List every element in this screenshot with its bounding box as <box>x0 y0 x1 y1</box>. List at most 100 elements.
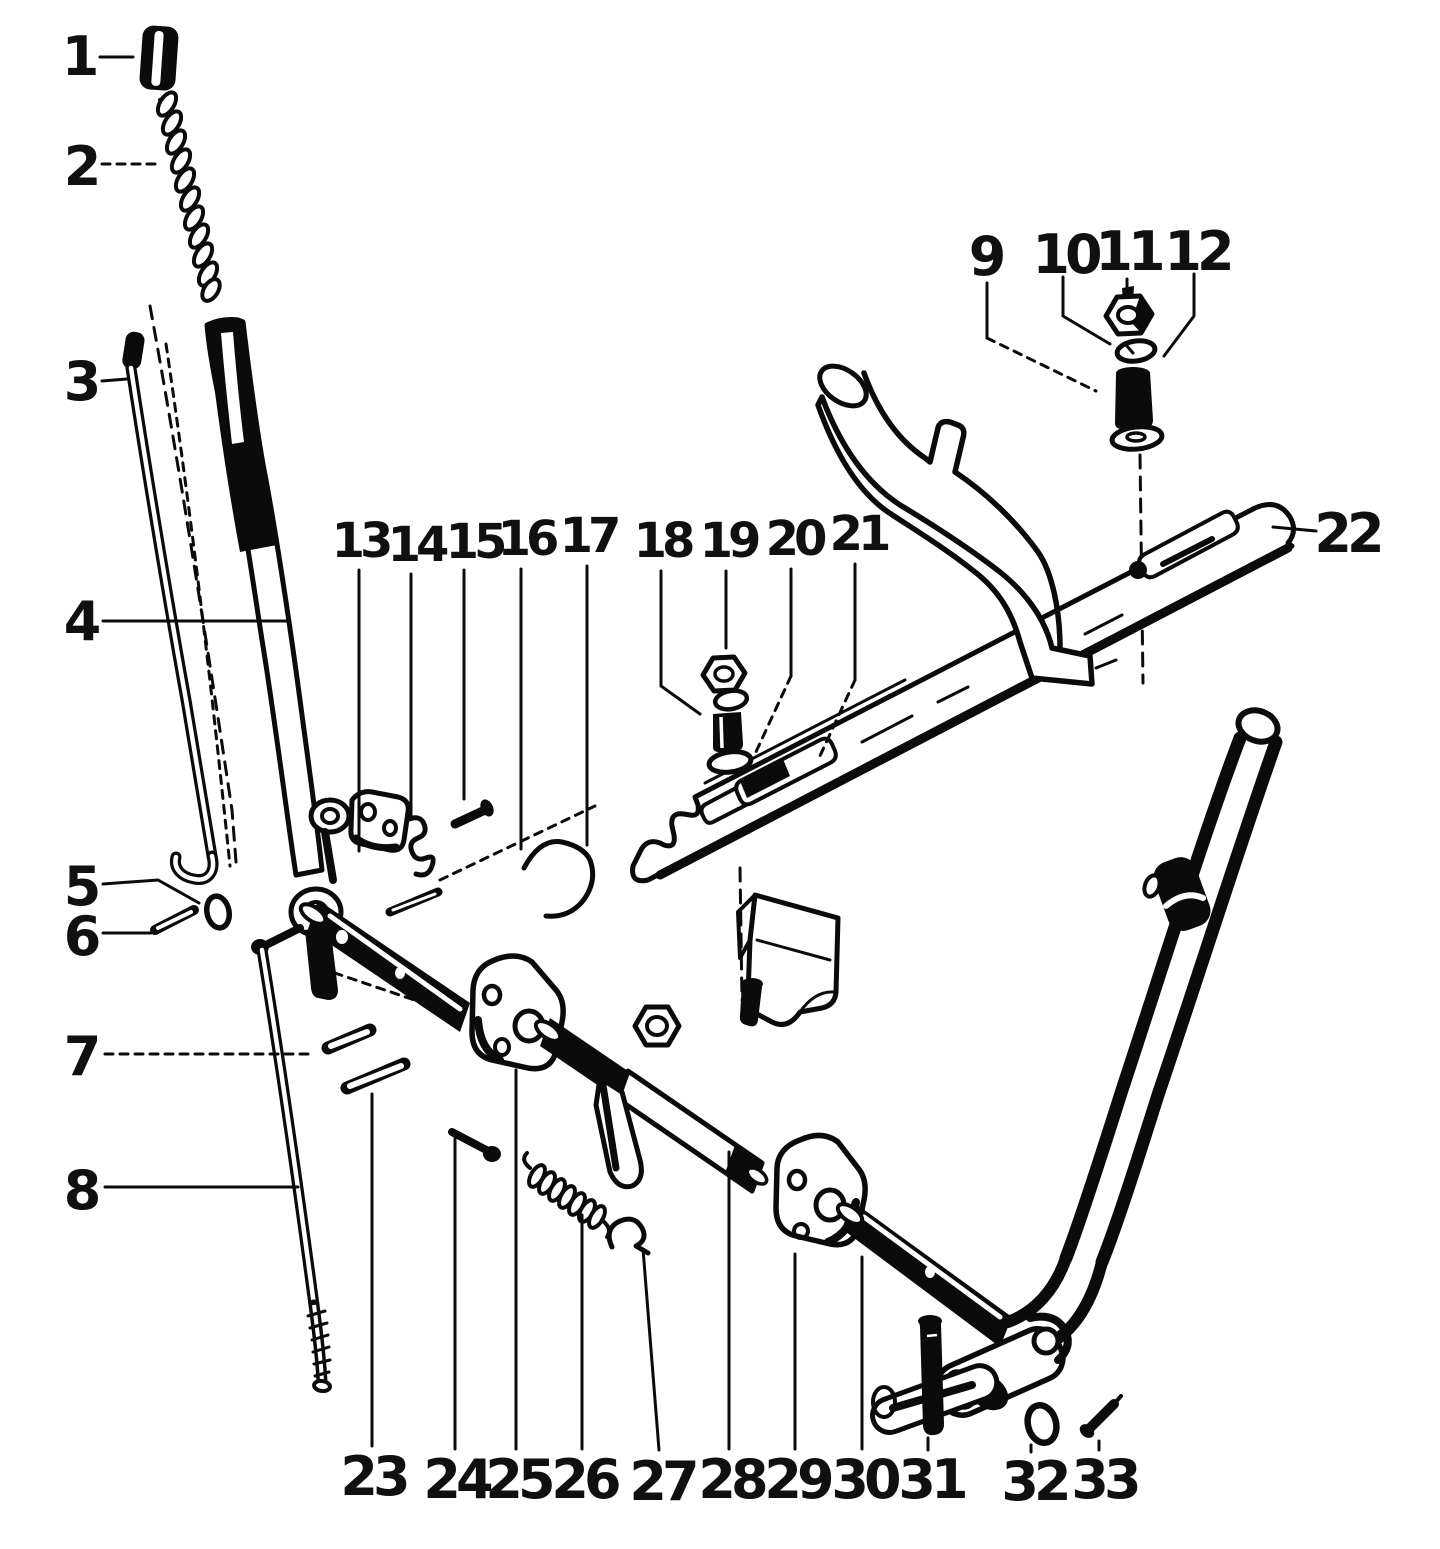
retainer-clip <box>606 1216 651 1256</box>
callout-label-13: 13 <box>332 513 390 569</box>
callout-22: 22 <box>1271 502 1385 565</box>
callout-3: 3 <box>64 350 129 413</box>
callout-label-17: 17 <box>560 508 618 564</box>
leader-line-22 <box>1271 525 1318 533</box>
callout-label-23: 23 <box>340 1445 407 1508</box>
callout-15: 15 <box>446 514 510 801</box>
callout-16: 16 <box>498 511 562 851</box>
callout-14: 14 <box>388 517 453 818</box>
callout-label-8: 8 <box>64 1159 99 1222</box>
callout-33: 33 <box>1071 1439 1143 1511</box>
clamp-screw <box>450 799 494 829</box>
callout-label-22: 22 <box>1314 502 1380 565</box>
callout-label-25: 25 <box>485 1448 552 1511</box>
callout-2: 2 <box>64 135 162 198</box>
callout-26: 26 <box>551 1213 624 1511</box>
callout-32: 32 <box>1001 1443 1072 1513</box>
callout-label-1: 1 <box>62 25 96 88</box>
shift-rail-upper <box>298 900 470 1032</box>
callout-31: 31 <box>898 1436 970 1511</box>
callout-20: 20 <box>753 511 831 756</box>
callout-label-3: 3 <box>64 350 98 413</box>
selector-lever <box>1002 707 1283 1354</box>
callout-label-32: 32 <box>1001 1450 1067 1513</box>
callout-28: 28 <box>698 1150 771 1511</box>
callout-23: 23 <box>340 1092 412 1508</box>
clamp-bolt <box>918 1315 944 1436</box>
roll-pin-upper <box>321 1023 377 1055</box>
small-pin <box>150 905 199 935</box>
nut-washer-stack-centre <box>700 654 754 775</box>
callout-29: 29 <box>764 1252 837 1511</box>
leader-line-27 <box>641 1247 661 1452</box>
knob-spring <box>155 90 222 303</box>
return-spring <box>522 1151 612 1239</box>
hex-nut-centre <box>632 1004 682 1048</box>
callout-label-6: 6 <box>64 905 99 968</box>
end-plate-upper <box>469 953 566 1072</box>
callout-17: 17 <box>560 508 623 847</box>
callout-label-12: 12 <box>1164 220 1230 283</box>
selector-shaft <box>533 1018 769 1194</box>
callout-label-29: 29 <box>764 1448 832 1511</box>
callout-label-9: 9 <box>969 225 1004 288</box>
callout-8: 8 <box>64 1159 300 1222</box>
callout-label-10: 10 <box>1032 223 1100 286</box>
o-ring <box>203 893 233 931</box>
callout-12: 12 <box>1162 220 1235 358</box>
callout-11: 11 <box>1095 220 1167 296</box>
callout-13: 13 <box>332 513 395 853</box>
wire-hook <box>521 839 596 919</box>
pull-rod <box>122 331 219 885</box>
callout-label-5: 5 <box>64 855 98 918</box>
callout-6: 6 <box>64 905 153 968</box>
leader-line-10 <box>1061 275 1112 346</box>
callout-label-14: 14 <box>388 517 448 573</box>
leader-line-12 <box>1162 272 1196 358</box>
callout-19: 19 <box>700 513 764 650</box>
callout-label-7: 7 <box>64 1025 98 1088</box>
washer <box>1024 1402 1060 1446</box>
callout-24: 24 <box>423 1136 497 1511</box>
callout-30: 30 <box>831 1255 904 1511</box>
callout-25: 25 <box>485 1068 557 1511</box>
relay-arm <box>815 363 1118 687</box>
callout-label-18: 18 <box>634 513 693 569</box>
callout-label-4: 4 <box>64 590 100 653</box>
callout-1: 1 <box>62 25 135 88</box>
taper-pin <box>385 887 443 917</box>
slotted-gate-bracket <box>630 502 1296 884</box>
callout-label-33: 33 <box>1071 1448 1138 1511</box>
callout-7: 7 <box>64 1025 316 1088</box>
leader-line-3 <box>100 377 129 383</box>
callout-label-15: 15 <box>446 514 505 570</box>
callout-label-11: 11 <box>1095 220 1162 283</box>
headed-pin <box>448 1128 501 1162</box>
callout-label-30: 30 <box>831 1448 899 1511</box>
callout-label-20: 20 <box>766 511 826 567</box>
callout-18: 18 <box>634 513 702 716</box>
gear-lever <box>204 317 344 1000</box>
callout-label-2: 2 <box>64 135 97 198</box>
callout-label-28: 28 <box>698 1448 766 1511</box>
callout-label-19: 19 <box>700 513 759 569</box>
shift-rail-lower <box>835 1201 1012 1347</box>
leader-line-5 <box>101 878 201 905</box>
callout-21: 21 <box>817 506 894 760</box>
callout-10: 10 <box>1032 223 1112 346</box>
callout-27: 27 <box>629 1247 701 1513</box>
link-rod <box>256 944 332 1394</box>
callouts-layer: 1 2 3 4 5 6 7 8 9 10 11 12 13 14 15 16 1… <box>62 25 1385 1513</box>
spring-clip <box>404 815 436 878</box>
shift-knob <box>139 25 179 91</box>
callout-label-16: 16 <box>498 511 557 567</box>
callout-label-26: 26 <box>551 1448 619 1511</box>
callout-label-27: 27 <box>629 1450 696 1513</box>
leader-line-18 <box>659 569 702 716</box>
mount-housing <box>736 892 841 1027</box>
callout-label-31: 31 <box>898 1448 965 1511</box>
callout-5: 5 <box>64 855 201 918</box>
callout-label-21: 21 <box>830 506 889 562</box>
